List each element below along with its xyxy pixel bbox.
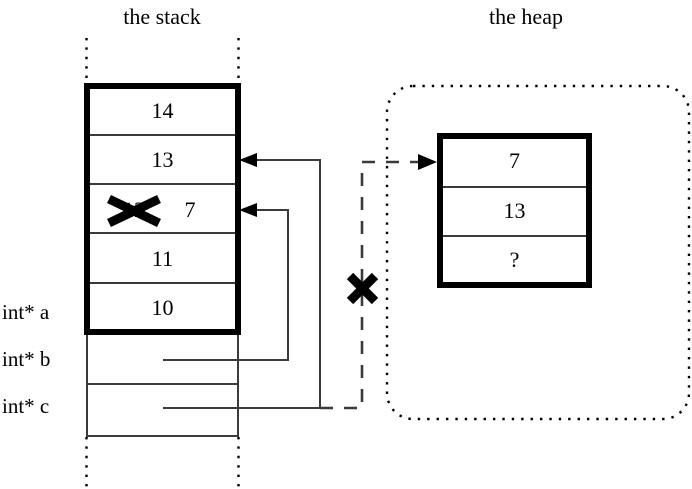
stack-cell-value-1: 13 bbox=[151, 147, 174, 172]
stack-title: the stack bbox=[123, 4, 201, 29]
stack-cell-value-3: 11 bbox=[151, 246, 174, 271]
stack-cell-value-4: 10 bbox=[151, 295, 174, 320]
heap-cell-value-0: 7 bbox=[509, 148, 520, 173]
pointer-c-path bbox=[163, 159, 321, 409]
dangling-pointer-arrowhead bbox=[418, 154, 437, 170]
pointer-b-path bbox=[163, 209, 289, 361]
heap-title: the heap bbox=[489, 4, 563, 29]
pointer-c-arrowhead bbox=[239, 153, 257, 167]
heap-cell-value-1: 13 bbox=[503, 198, 526, 223]
broken-pointer-x-mark bbox=[346, 272, 379, 305]
pointer-b-arrowhead bbox=[239, 203, 257, 217]
pointer-label-b: int* b bbox=[2, 347, 51, 371]
dangling-pointer-dashed-path bbox=[320, 160, 420, 410]
stack-value-region bbox=[84, 83, 241, 335]
stack-cell-value-0: 14 bbox=[151, 98, 174, 123]
struck-value-x-mark bbox=[107, 194, 161, 228]
heap-cell-value-2: ? bbox=[509, 247, 520, 272]
stack-cell-value-2-replacement: 7 bbox=[184, 197, 196, 222]
heap-block bbox=[437, 133, 592, 288]
pointer-label-a: int* a bbox=[2, 300, 50, 324]
pointer-label-c: int* c bbox=[2, 394, 50, 418]
stack-cell-value-2-struck: 12 bbox=[123, 197, 145, 222]
